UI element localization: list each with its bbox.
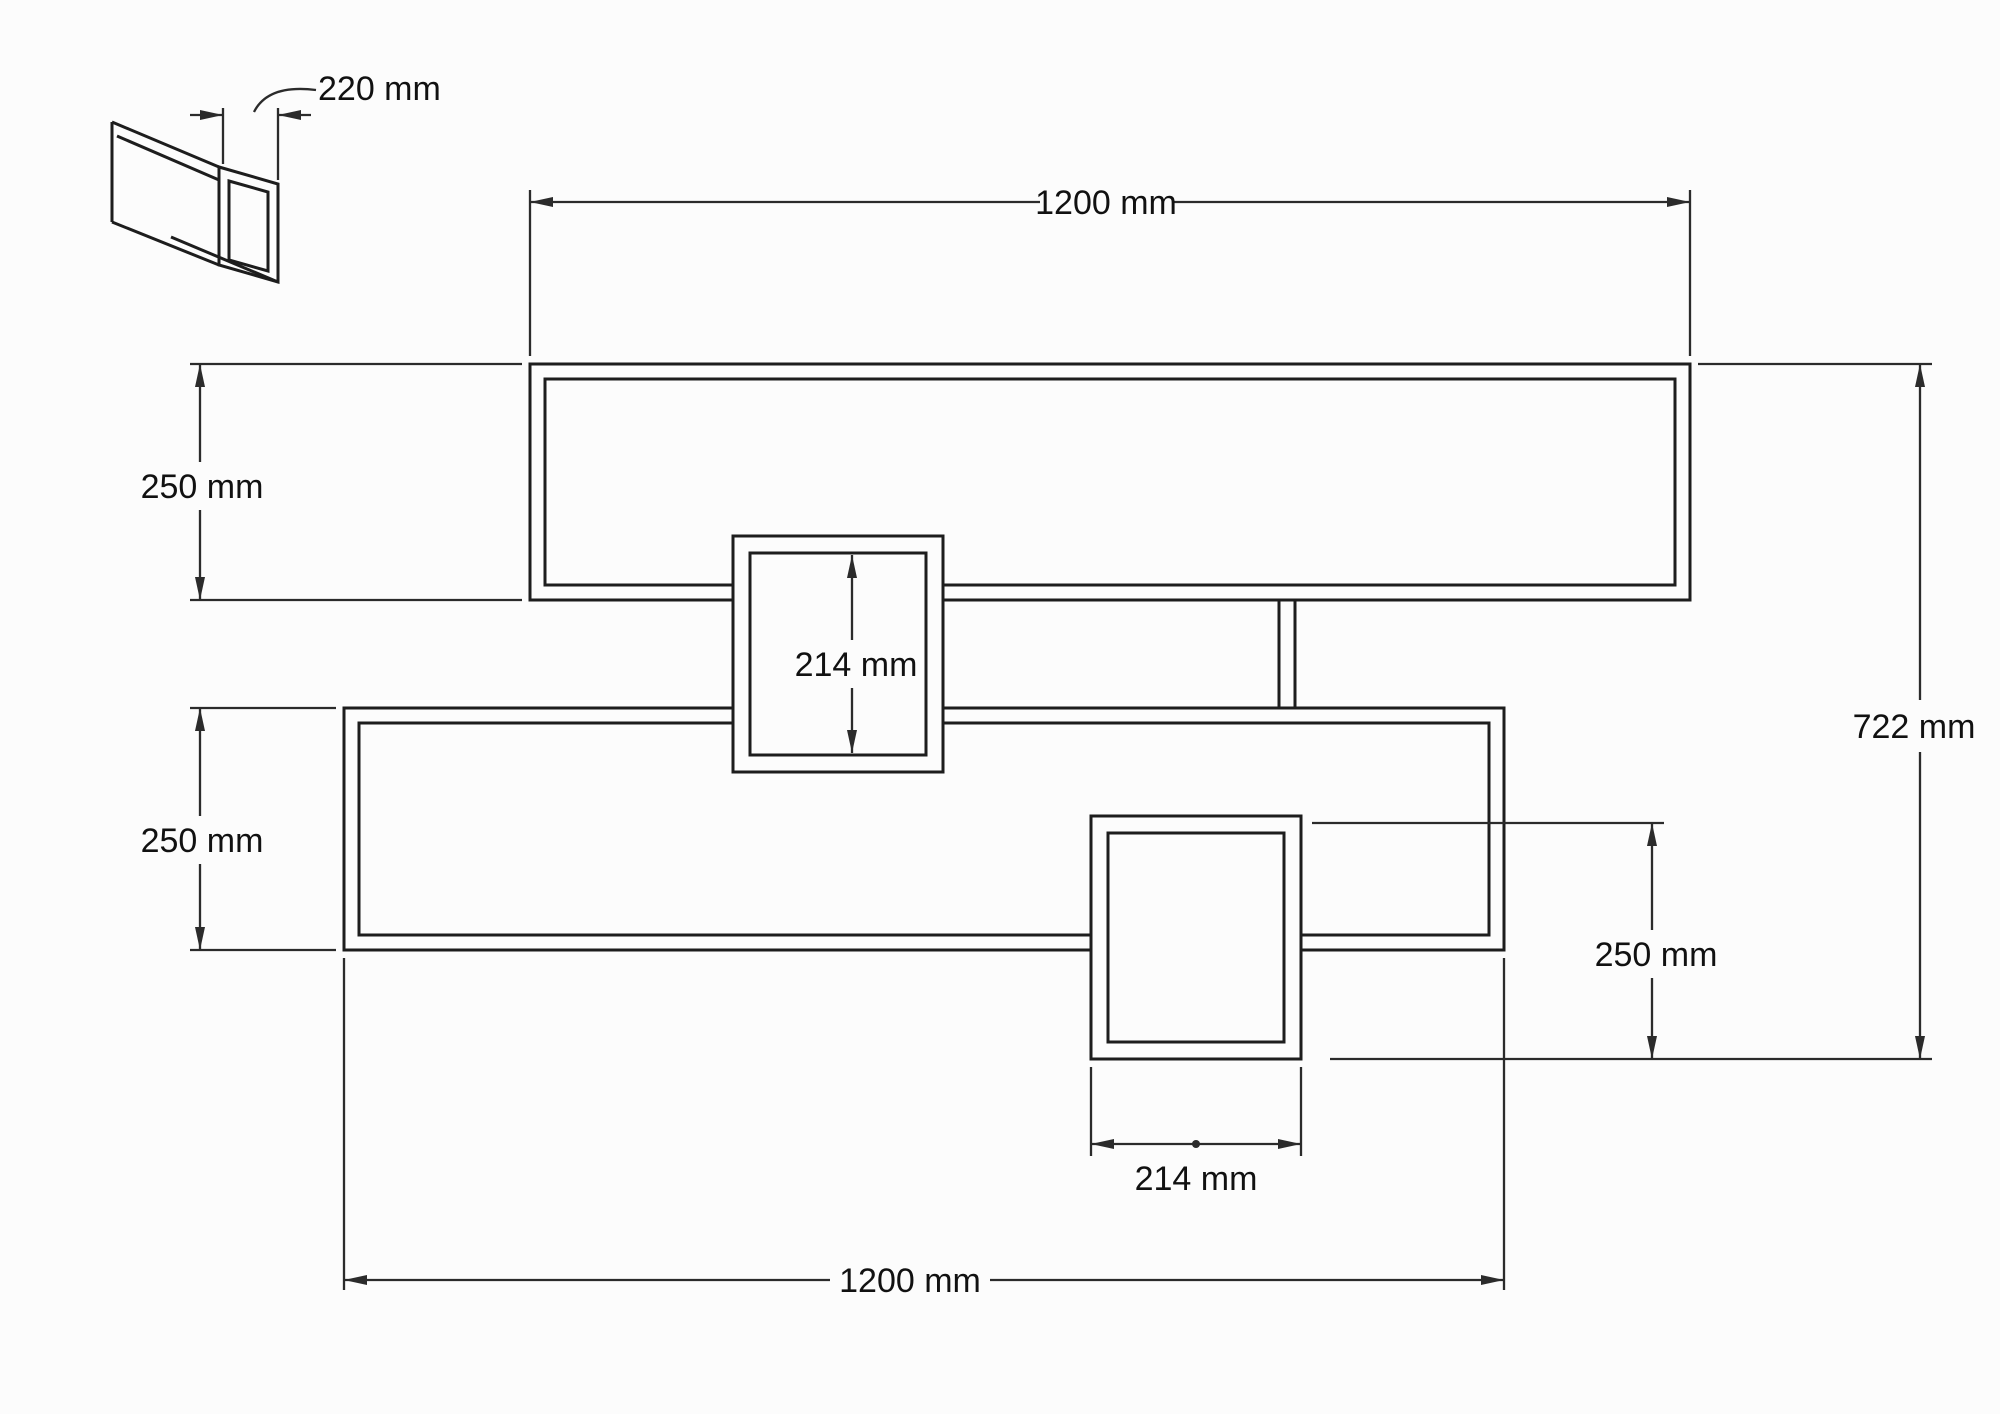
side-box-outer: [1089, 814, 1303, 1061]
arrowhead-left-icon: [344, 1275, 367, 1285]
shelf-connector: [1277, 599, 1297, 709]
leader-line: [252, 87, 317, 113]
dimension-label-detail-depth: 220 mm: [318, 70, 441, 108]
arrowhead-up-icon: [1915, 364, 1925, 387]
middle-box-inner: [748, 551, 928, 757]
dimension-side-box-width: 214 mm: [1089, 1067, 1303, 1198]
dimension-label-bottom-shelf-width: 1200 mm: [839, 1262, 981, 1300]
profile-detail-view: [110, 120, 280, 284]
top-shelf: [528, 362, 1692, 602]
arrowhead-down-icon: [847, 730, 857, 753]
dimension-label-middle-box-height: 214 mm: [795, 646, 918, 684]
dimension-bottom-shelf-height: 250 mm: [141, 706, 336, 952]
arrowhead-right-icon: [1278, 1139, 1301, 1149]
dimension-bottom-shelf-width: 1200 mm: [342, 958, 1506, 1300]
arrowhead-down-icon: [1647, 1036, 1657, 1059]
top-shelf-outer: [528, 362, 1692, 602]
arrowhead-up-icon: [195, 708, 205, 731]
side-box: [1089, 814, 1303, 1061]
arrowhead-left-icon: [1091, 1139, 1114, 1149]
arrowhead-right-icon: [1481, 1275, 1504, 1285]
arrowhead-down-icon: [195, 577, 205, 600]
dimension-side-box-height: 250 mm: [1312, 821, 1718, 1059]
detail-bottom-edge: [111, 220, 220, 267]
detail-end-face-inner: [227, 179, 270, 273]
dimension-midpoint-dot: [1192, 1140, 1200, 1148]
dimension-label-bottom-shelf-height: 250 mm: [141, 822, 264, 860]
arrowhead-up-icon: [847, 555, 857, 578]
front-view: [342, 362, 1692, 1061]
arrowhead-down-icon: [1915, 1036, 1925, 1059]
dimension-label-side-box-height: 250 mm: [1595, 936, 1718, 974]
arrowhead-left-icon: [530, 197, 553, 207]
arrowhead-up-icon: [195, 364, 205, 387]
detail-front-bottom-edge: [170, 235, 279, 284]
middle-box: [731, 534, 945, 774]
arrowhead-right-icon: [200, 110, 223, 120]
side-box-inner: [1106, 831, 1286, 1044]
dimension-label-side-box-width: 214 mm: [1135, 1160, 1258, 1198]
dimension-label-top-shelf-width: 1200 mm: [1035, 184, 1177, 222]
top-shelf-inner: [543, 377, 1677, 587]
detail-top-thickness-edge: [116, 134, 220, 182]
dimension-label-top-shelf-height: 250 mm: [141, 468, 264, 506]
arrowhead-right-icon: [1667, 197, 1690, 207]
detail-top-edge: [111, 120, 220, 169]
dimension-detail-depth: 220 mm: [190, 70, 441, 180]
arrowhead-left-icon: [278, 110, 301, 120]
dimension-middle-box-height: 214 mm: [795, 555, 918, 753]
dimension-label-overall-height: 722 mm: [1853, 708, 1976, 746]
dimension-top-shelf-height: 250 mm: [141, 362, 522, 602]
dimension-overall-height: 722 mm: [1330, 362, 1976, 1061]
dimension-top-shelf-width: 1200 mm: [528, 184, 1692, 356]
middle-box-outer: [731, 534, 945, 774]
arrowhead-up-icon: [1647, 823, 1657, 846]
arrowhead-down-icon: [195, 927, 205, 950]
